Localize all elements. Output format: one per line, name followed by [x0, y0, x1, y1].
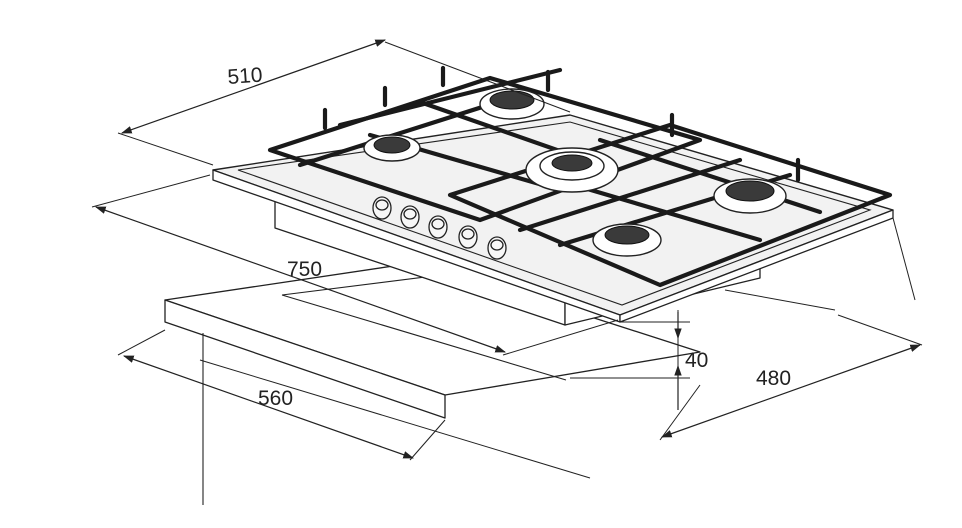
dimension-label-560: 560 [258, 387, 293, 410]
right-grate-bars [517, 137, 823, 248]
knob-3 [428, 215, 448, 239]
dimension-label-510: 510 [227, 64, 264, 89]
dimension-label-40: 40 [685, 349, 708, 372]
dim-line-560 [122, 355, 415, 459]
dimension-labels: 510 750 40 480 560 [227, 64, 791, 410]
knob-1 [372, 196, 392, 220]
right-grate [447, 122, 893, 288]
left-grate-bars [297, 67, 603, 193]
burner-front [592, 223, 662, 257]
dimension-lines [94, 39, 922, 459]
dim-line-750 [94, 206, 507, 353]
knob-2 [400, 205, 420, 229]
burner-rear-left [363, 134, 421, 162]
burner-rear-center [479, 88, 545, 120]
burner-wok-center [525, 147, 619, 193]
dimension-label-750: 750 [287, 258, 322, 281]
knob-4 [458, 225, 478, 249]
left-grate [267, 75, 703, 223]
dim-line-480 [660, 344, 922, 438]
burner-right [713, 178, 787, 214]
dimension-label-480: 480 [756, 367, 791, 390]
dim-line-510 [120, 39, 387, 134]
burners [363, 88, 787, 257]
knob-5 [487, 236, 507, 260]
